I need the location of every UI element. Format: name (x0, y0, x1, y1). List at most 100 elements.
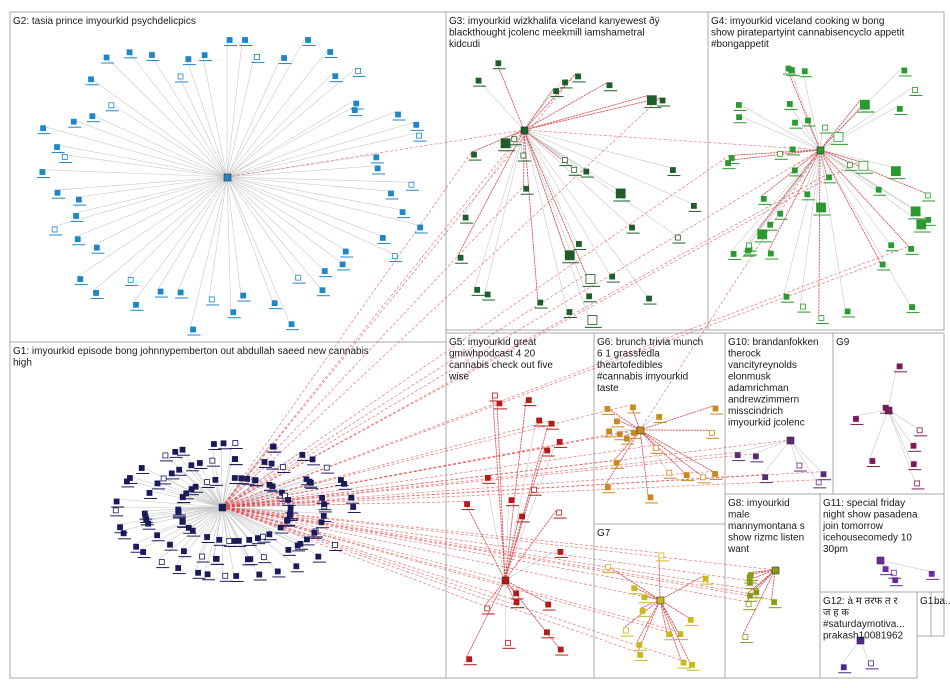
edge (783, 149, 821, 295)
node-g1 (279, 464, 286, 470)
node-g2 (374, 165, 381, 172)
node-g2 (240, 292, 247, 299)
node-g2 (417, 224, 424, 231)
node-g1 (307, 479, 314, 486)
node-g5 (536, 417, 543, 424)
edge (54, 144, 228, 178)
node-g2 (339, 261, 346, 268)
node-g10 (815, 479, 822, 486)
group-label-g8-line-4: want (727, 544, 749, 555)
edge (127, 176, 228, 278)
node-g4 (786, 101, 793, 107)
panel-g14 (930, 591, 945, 637)
node-g1 (259, 533, 266, 540)
node-g4 (789, 146, 796, 153)
hub-node-g1 (218, 503, 227, 512)
group-label-g5-line-2: cannabis check out five (449, 360, 553, 371)
node-g3 (674, 234, 681, 241)
edge (177, 73, 228, 178)
edge (103, 54, 228, 178)
node-g1 (350, 504, 357, 510)
edge (819, 149, 917, 221)
node-g1 (181, 548, 187, 555)
edge (523, 129, 568, 310)
node-g2 (342, 248, 349, 255)
group-label-g10-line-0: G10: brandanfokken (728, 337, 819, 348)
node-g4 (844, 308, 851, 315)
inter-group-edge (523, 129, 821, 151)
hub-node-g3 (520, 126, 529, 135)
node-g3 (511, 136, 518, 143)
inter-group-edge (221, 155, 730, 508)
edge (523, 129, 692, 204)
edge (143, 506, 223, 518)
node-g2 (40, 125, 47, 132)
edge (113, 506, 223, 509)
group-label-g5-line-3: wise (448, 372, 469, 383)
edge-highlight (819, 99, 861, 151)
edge (226, 176, 418, 226)
node-g1 (199, 553, 206, 560)
node-g6 (666, 469, 673, 476)
node-g1 (274, 568, 281, 575)
edge (226, 176, 296, 276)
edge (504, 439, 558, 581)
edge (204, 506, 223, 535)
edge (94, 176, 228, 246)
edge (201, 52, 228, 178)
edge (142, 506, 223, 515)
inter-group-edge (221, 274, 587, 508)
node-g5 (557, 548, 564, 555)
node-g2 (399, 209, 406, 216)
edge (226, 55, 282, 178)
node-g5 (491, 392, 498, 399)
node-g4 (777, 210, 784, 217)
node-g2 (254, 54, 260, 60)
node-g7 (637, 651, 644, 658)
edge-highlight (819, 149, 926, 194)
node-g3 (585, 274, 596, 284)
node-g3 (471, 151, 477, 158)
node-g4 (777, 150, 784, 157)
node-g5 (545, 601, 552, 608)
edge (139, 465, 223, 508)
edge (226, 49, 328, 178)
node-g1 (293, 563, 300, 570)
edge (162, 452, 223, 508)
node-g4 (863, 103, 870, 110)
node-g1 (195, 569, 202, 576)
inter-group-edge (639, 149, 821, 431)
edge (154, 506, 223, 534)
edge (819, 149, 889, 243)
edge (208, 176, 228, 297)
node-g1 (285, 497, 291, 503)
edge-highlight (623, 599, 661, 629)
node-g5 (484, 474, 491, 481)
edge (226, 176, 321, 288)
group-label-g11-line-3: icehousecomedy 10 (823, 533, 912, 544)
node-g5 (525, 397, 532, 403)
node-g2 (327, 49, 334, 55)
node-g3 (609, 273, 616, 280)
node-g2 (126, 49, 133, 56)
node-g1 (256, 571, 263, 578)
node-g3 (523, 185, 530, 192)
node-g1 (213, 555, 219, 562)
inter-group-edge (221, 506, 506, 581)
edge (108, 102, 228, 178)
group-label-g6-line-4: taste (597, 383, 619, 394)
node-g1 (260, 554, 267, 561)
edge (54, 176, 228, 191)
node-g4 (888, 242, 895, 249)
edge-highlight (504, 579, 546, 603)
node-g2 (93, 244, 100, 251)
node-g1 (277, 524, 284, 531)
edge-highlight (484, 579, 506, 607)
edge-highlight (466, 579, 506, 657)
edge-highlight (523, 88, 554, 131)
edge (213, 506, 223, 557)
node-g1 (232, 456, 238, 463)
node-g1 (168, 470, 175, 477)
edge-highlight (659, 599, 682, 661)
edge-highlight (523, 97, 661, 131)
